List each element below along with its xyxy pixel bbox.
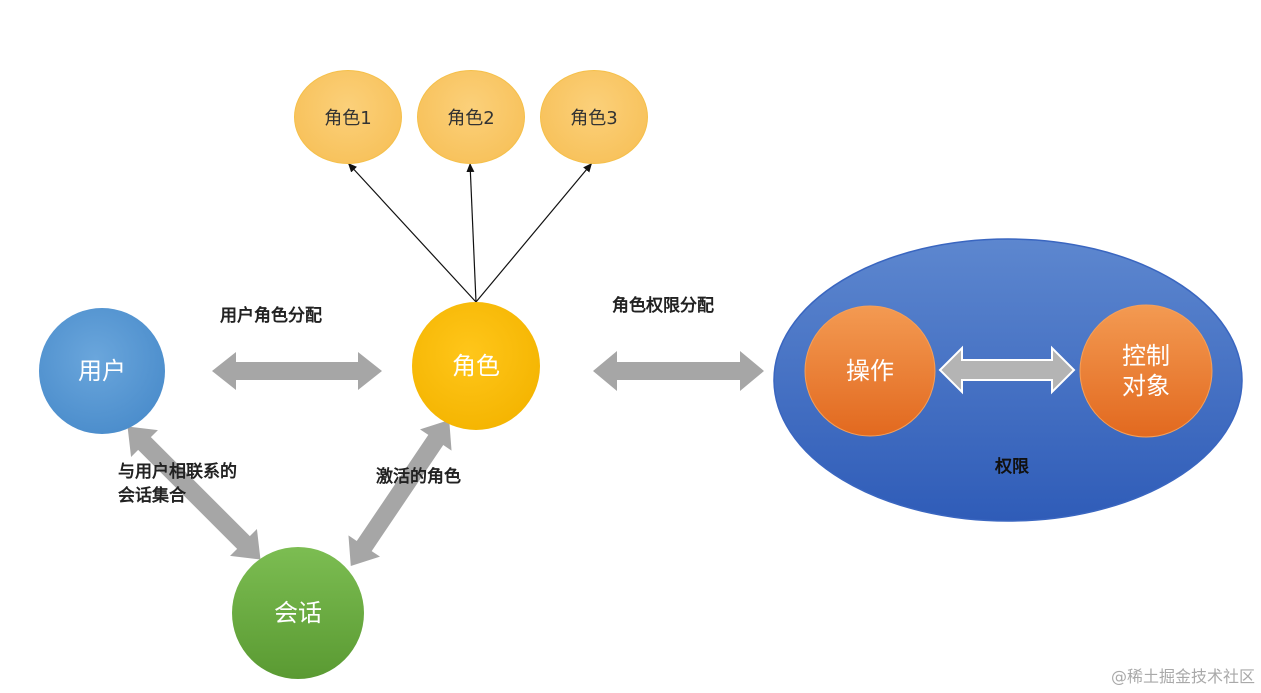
- user-session-label-line2: 会话集合: [118, 486, 186, 506]
- user-label: 用户: [78, 357, 126, 385]
- user-node: 用户: [39, 308, 165, 434]
- permission-label: 权限: [995, 457, 1029, 477]
- control-object-node: 控制 对象: [1080, 305, 1212, 437]
- role1-label: 角色1: [324, 108, 372, 129]
- double-arrow-operation-object: [938, 345, 1076, 395]
- session-label: 会话: [274, 599, 322, 627]
- user-session-label-line1: 与用户相联系的: [118, 462, 237, 482]
- session-node: 会话: [232, 547, 364, 679]
- control-object-label-line2: 对象: [1122, 372, 1170, 400]
- double-arrow-session-role: [348, 420, 452, 566]
- double-arrow-user-role: [212, 352, 382, 390]
- arrow-role-to-role1: [347, 162, 477, 303]
- operation-node: 操作: [805, 306, 935, 436]
- operation-label: 操作: [846, 357, 894, 385]
- user-node-shape: [39, 308, 165, 434]
- operation-node-shape: [804, 305, 936, 437]
- watermark: @稀土掘金技术社区: [1110, 667, 1255, 686]
- user-role-assignment-label: 用户角色分配: [220, 306, 322, 326]
- role2-node: 角色2: [417, 70, 525, 164]
- double-arrow-user-session: [127, 426, 261, 560]
- role-node: 角色: [412, 302, 540, 430]
- arrow-role-to-role2: [466, 162, 477, 303]
- role2-label: 角色2: [447, 108, 495, 129]
- role3-label: 角色3: [570, 108, 618, 129]
- session-node-shape: [232, 547, 364, 679]
- double-arrow-role-permission: [593, 351, 764, 391]
- arrow-role-to-role3: [475, 162, 593, 303]
- role3-node: 角色3: [540, 70, 648, 164]
- activated-roles-label: 激活的角色: [376, 467, 461, 487]
- user-session-label: 与用户相联系的 会话集合: [118, 460, 237, 508]
- role1-node: 角色1: [294, 70, 402, 164]
- role-permission-assignment-label: 角色权限分配: [612, 296, 714, 316]
- control-object-node-shape: [1079, 304, 1213, 438]
- role-node-shape: [412, 302, 540, 430]
- control-object-label-line1: 控制: [1122, 342, 1170, 370]
- role-label: 角色: [452, 352, 500, 380]
